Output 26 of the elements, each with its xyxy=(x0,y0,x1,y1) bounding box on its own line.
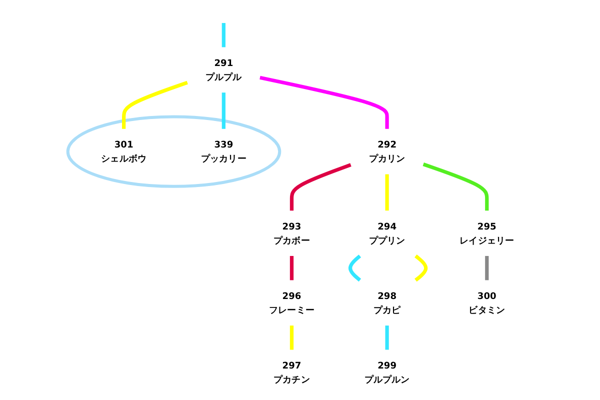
node-text: 291 プルプル xyxy=(205,57,242,82)
connector xyxy=(122,80,188,129)
node-text: 294 ププリン xyxy=(368,220,406,246)
node-text: 300 ビタミン xyxy=(468,290,505,315)
connector xyxy=(222,23,226,48)
connector xyxy=(290,256,294,280)
connector xyxy=(385,174,389,211)
node-text: 301 シェルボウ xyxy=(101,139,146,164)
connector xyxy=(385,326,389,350)
node-text: 293 プカボー xyxy=(274,220,310,246)
connector xyxy=(348,254,362,282)
cluster xyxy=(66,115,282,188)
connector xyxy=(290,163,352,211)
node-text: 299 プルプルン xyxy=(364,360,410,385)
connector xyxy=(422,162,489,211)
connector xyxy=(414,254,428,282)
node-text: 298 プカピ xyxy=(373,290,401,315)
node-text: 295 レイジェリー xyxy=(460,220,514,246)
node-text: 292 プカリン xyxy=(368,139,406,164)
connector xyxy=(485,256,489,280)
node-text: 297 プカチン xyxy=(274,360,310,385)
connector xyxy=(222,92,226,129)
connector xyxy=(260,76,389,129)
node-text: 339 プッカリー xyxy=(200,139,246,164)
connector xyxy=(290,326,294,350)
node-text: 296 フレーミー xyxy=(268,290,314,315)
